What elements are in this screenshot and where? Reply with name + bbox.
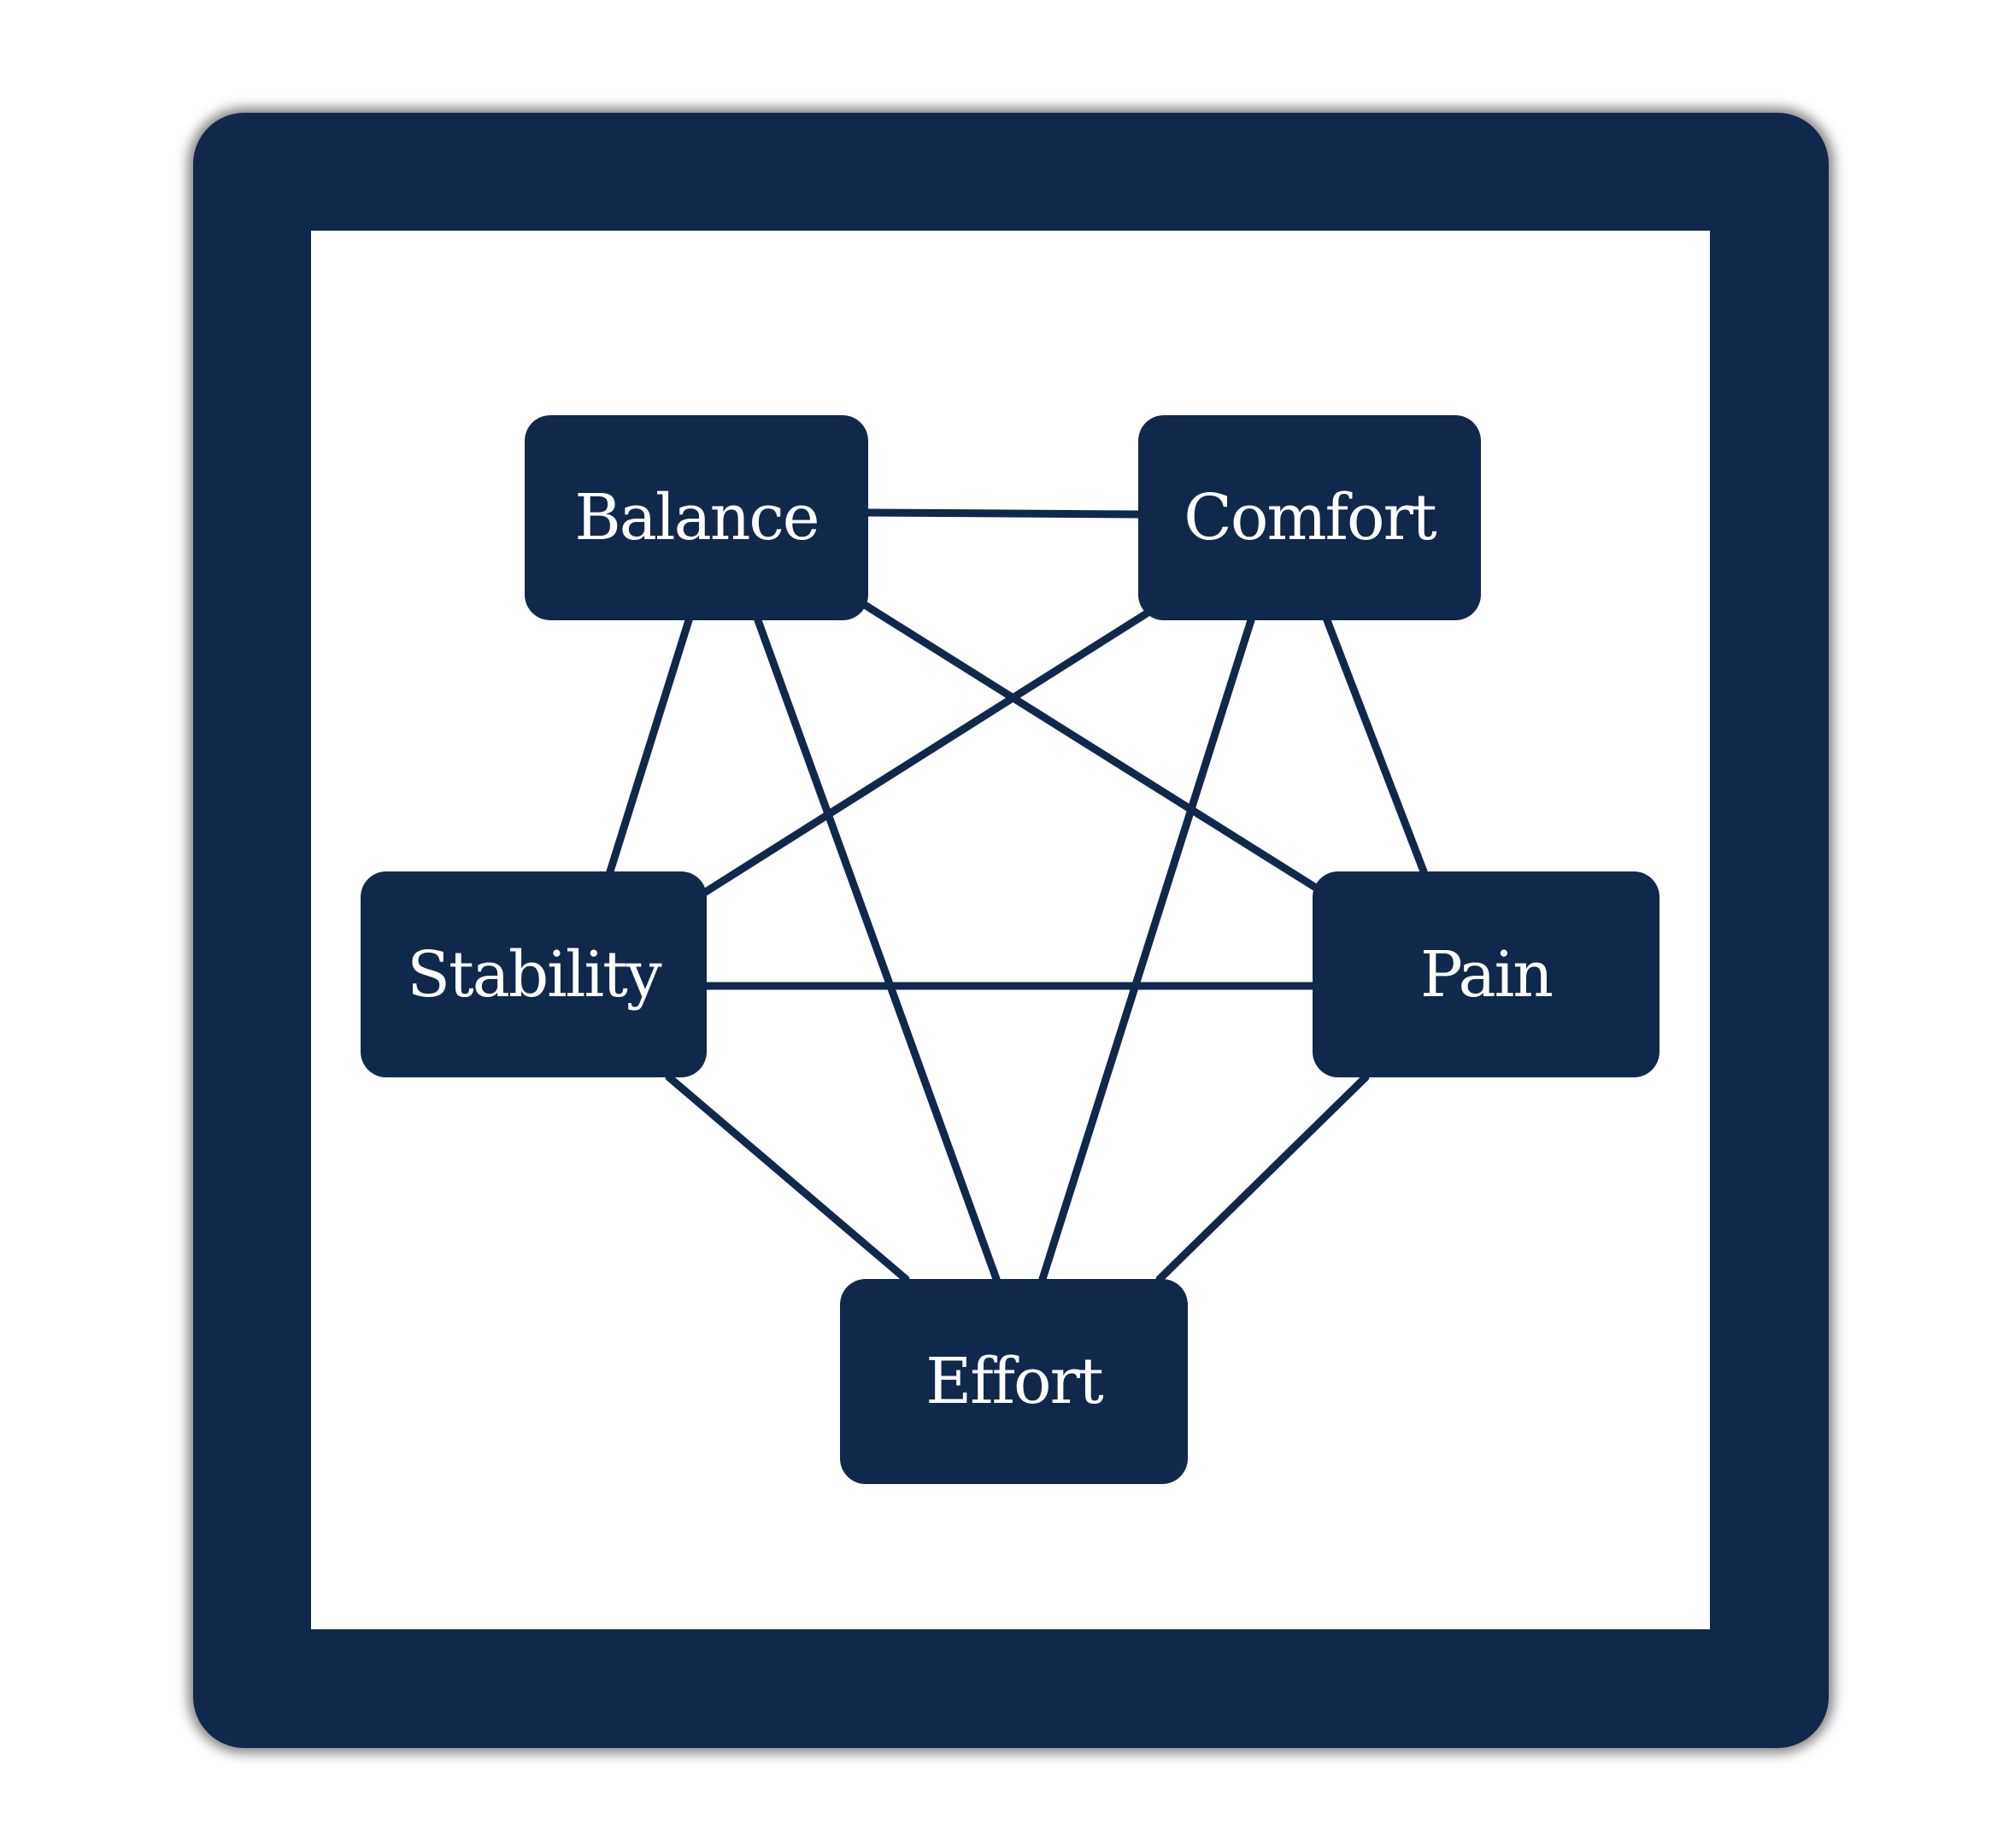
edge-comfort-stability (700, 607, 1154, 897)
edge-balance-comfort (864, 508, 1143, 519)
node-label: Comfort (1184, 481, 1436, 554)
edge-pain-effort (1155, 1073, 1370, 1283)
edge-balance-pain (861, 601, 1323, 894)
node-effort: Effort (840, 1279, 1188, 1484)
node-label: Effort (925, 1345, 1103, 1418)
node-stability: Stability (361, 871, 707, 1077)
node-label: Pain (1420, 937, 1554, 1012)
node-comfort: Comfort (1138, 415, 1481, 620)
node-label: Balance (574, 481, 819, 554)
node-label: Stability (407, 937, 661, 1012)
edge-balance-stability (606, 616, 693, 876)
edge-comfort-pain (1323, 616, 1428, 876)
edge-comfort-effort (1038, 616, 1255, 1283)
node-pain: Pain (1313, 871, 1659, 1077)
edge-stability-effort (665, 1073, 910, 1283)
node-balance: Balance (525, 415, 868, 620)
edge-balance-effort (754, 616, 1001, 1283)
